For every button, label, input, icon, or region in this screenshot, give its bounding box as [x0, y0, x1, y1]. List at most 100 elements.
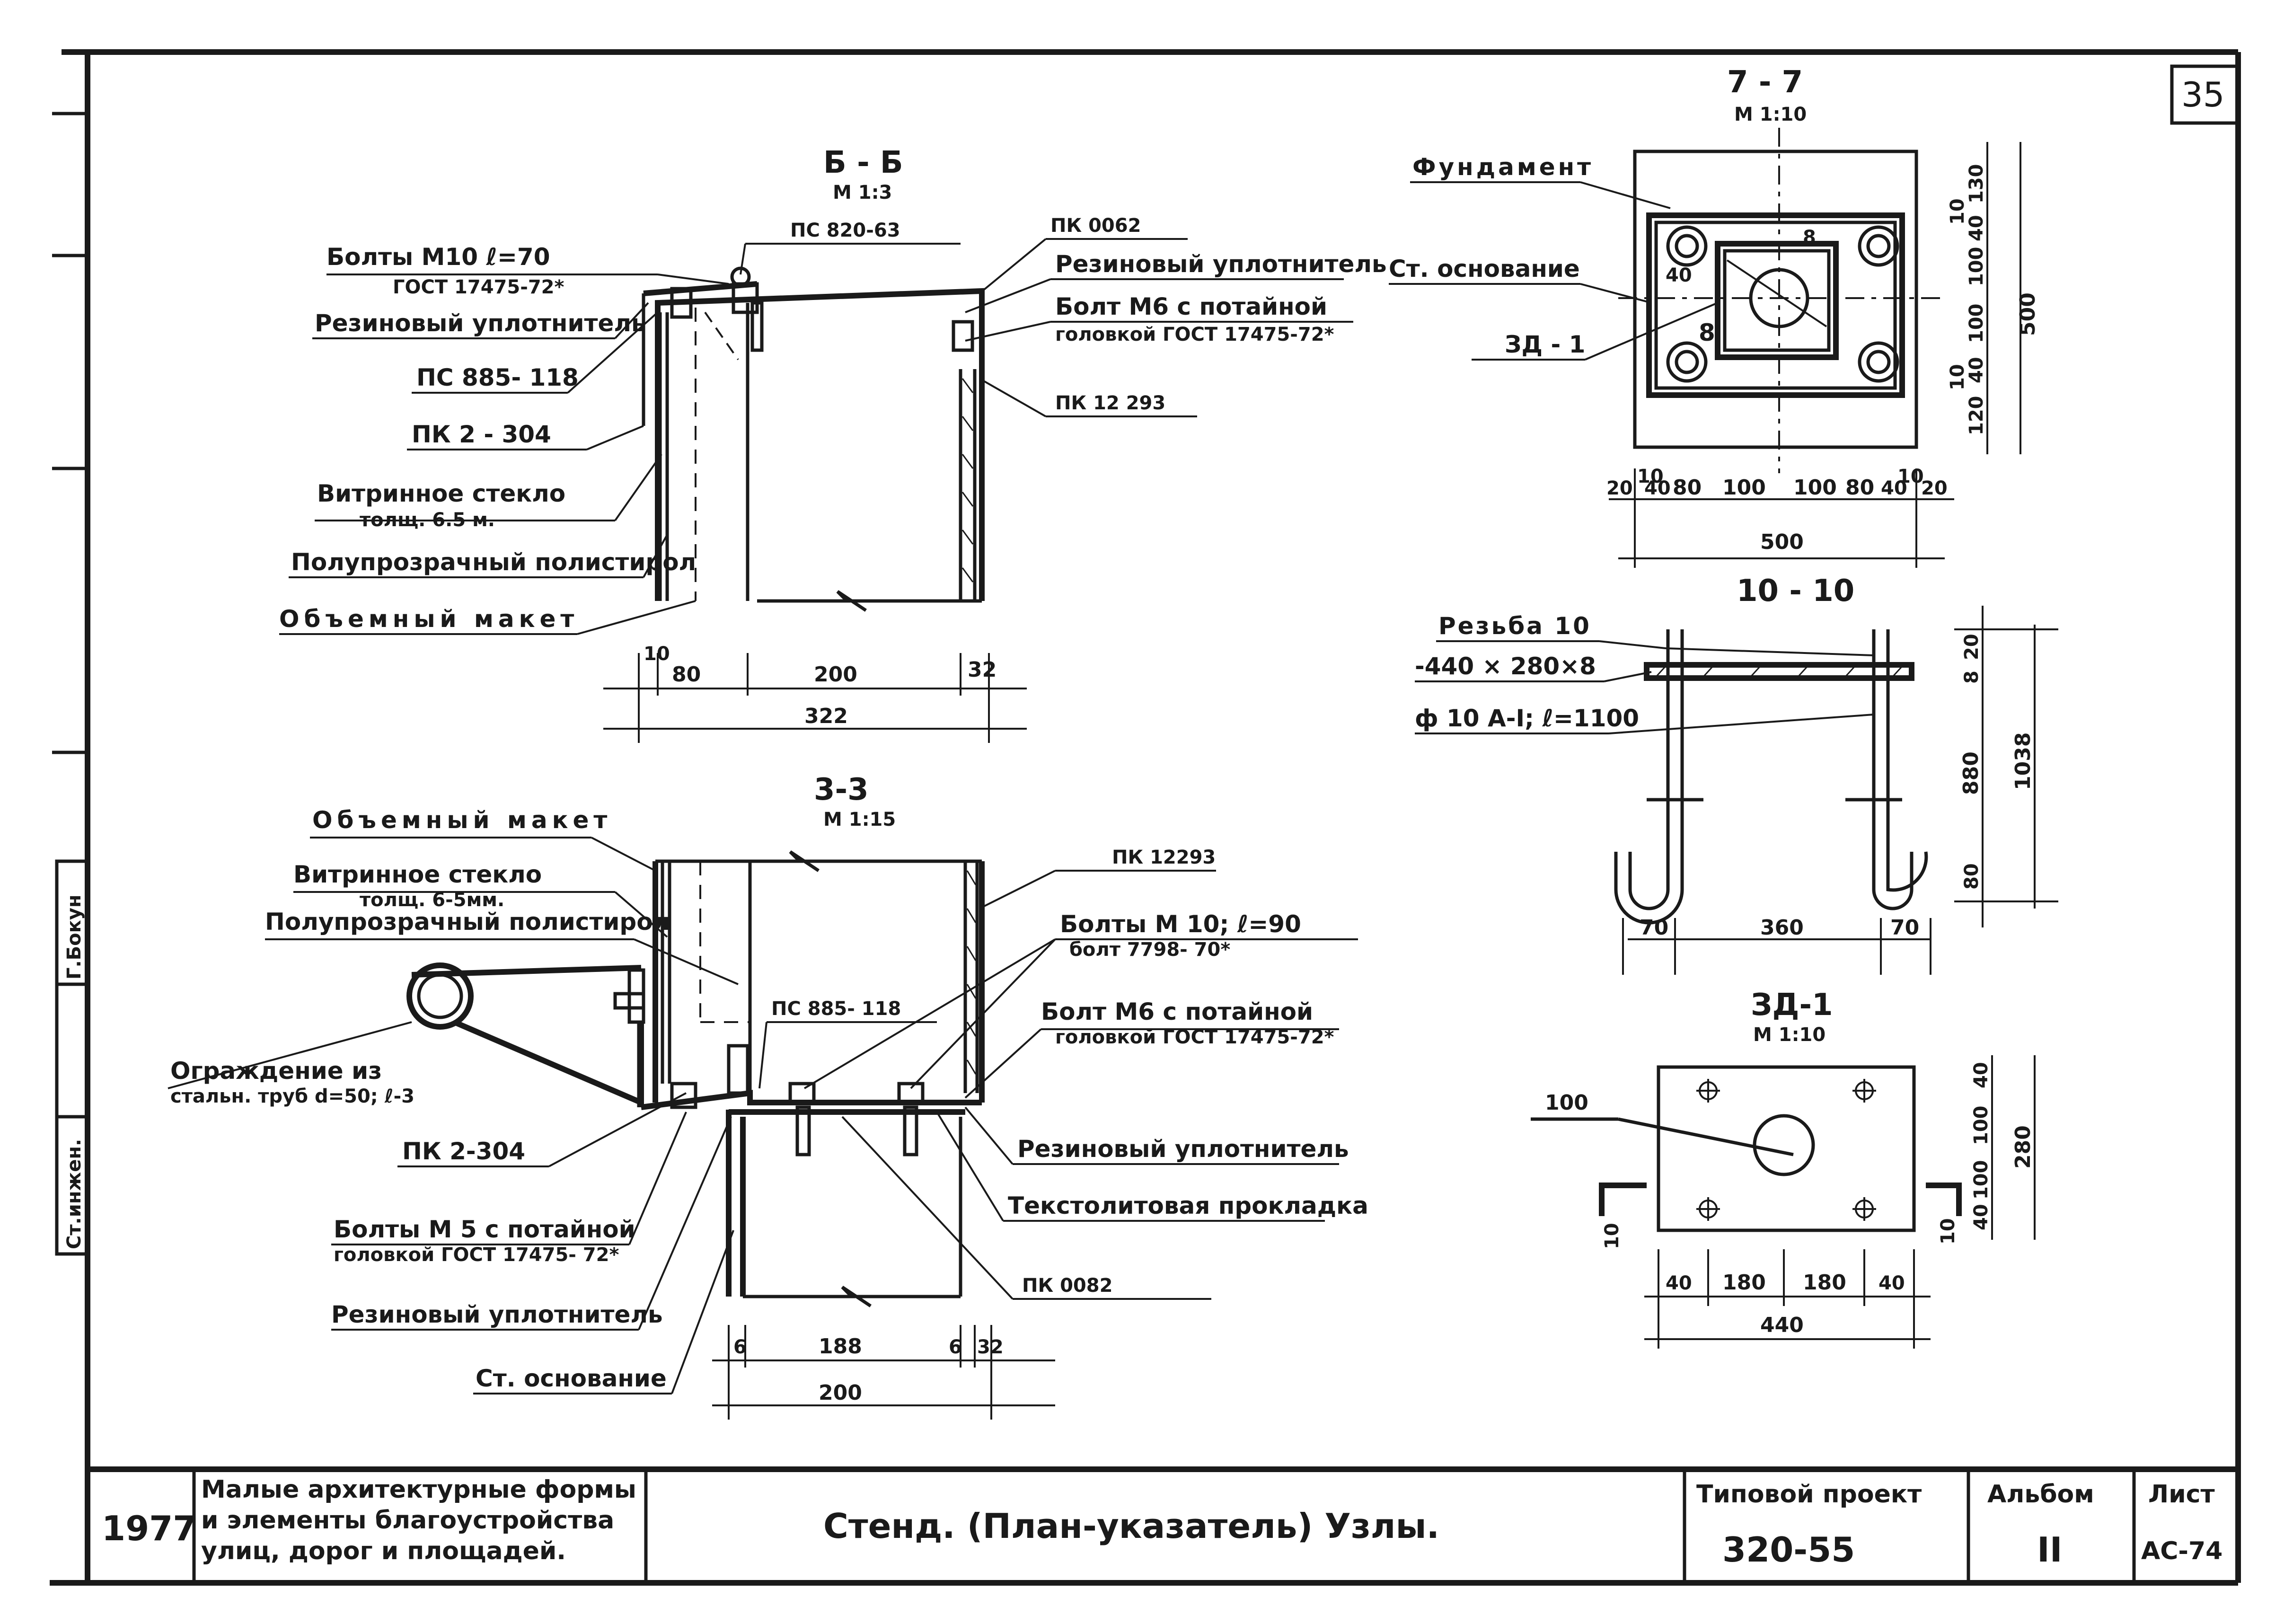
s3-label-model: Объемный макет	[312, 806, 612, 834]
b-label-glass-thickness: толщ. 6.5 м.	[360, 509, 495, 531]
s7-dim-h-5: 100	[1793, 476, 1837, 500]
s10-label-plate: -440 × 280×8	[1415, 653, 1596, 680]
s3-dim-188: 188	[819, 1334, 862, 1359]
stamp-role: Ст.инжен.	[63, 1139, 85, 1249]
tb-series-3: улиц, дорог и площадей.	[201, 1537, 566, 1565]
zd1-dim-h-1: 180	[1722, 1271, 1766, 1295]
s7-dim-h-0: 20	[1606, 477, 1633, 499]
s3-label-glass: Витринное стекло	[293, 861, 542, 888]
s10-dim-v-3: 80	[1961, 863, 1983, 890]
b-label-ps885: ПС 885- 118	[416, 364, 579, 391]
zd1-hole: 100	[1545, 1091, 1588, 1115]
s10-label-rod: ф 10 А-I; ℓ=1100	[1415, 705, 1639, 732]
s3-label-glass-thickness: толщ. 6-5мм.	[360, 889, 504, 911]
zd1-dim-total: 440	[1760, 1313, 1804, 1337]
tb-title: Стенд. (План-указатель) Узлы.	[823, 1506, 1439, 1546]
s7-dim-v-6: 10	[1947, 364, 1968, 390]
s7-dim-h-4: 100	[1722, 476, 1766, 500]
b-dim-200: 200	[814, 662, 857, 687]
zd1-dim-v-1: 100	[1970, 1106, 1992, 1146]
s7-dim-v-1: 40	[1966, 215, 1987, 241]
b-label-glass: Витринное стекло	[317, 480, 565, 507]
s3-label-rubber-left: Резиновый уплотнитель	[331, 1301, 663, 1328]
s7-dim-v-total: 500	[2016, 292, 2040, 336]
zd1-cut-right: 10	[1937, 1218, 1959, 1244]
s7-label-steel-base: Ст. основание	[1389, 255, 1580, 282]
s7-dim-h-9: 20	[1921, 477, 1948, 499]
s7-label-foundation: Фундамент	[1412, 153, 1594, 181]
s10-dim-v-total: 1038	[2011, 733, 2035, 790]
s3-label-bolts-m10: Болты М 10; ℓ=90	[1060, 910, 1301, 938]
s3-label-railing-2: стальн. труб d=50; ℓ-3	[170, 1086, 415, 1107]
s10-dim-v-1: 8	[1961, 671, 1983, 684]
s3-label-bolt-m6-gost: головкой ГОСТ 17475-72*	[1055, 1026, 1334, 1048]
tb-sheet-label: Лист	[2148, 1480, 2215, 1509]
sheet-number-box	[2170, 64, 2240, 125]
zd1-cut-left: 10	[1601, 1223, 1623, 1249]
s3-label-ps885: ПС 885- 118	[771, 998, 901, 1020]
b-dim-10: 10	[644, 643, 670, 665]
tb-sheet-code: АС-74	[2141, 1537, 2222, 1565]
s7-dim-v-5: 40	[1966, 357, 1987, 383]
s10-label-thread: Резьба 10	[1438, 612, 1591, 640]
sheet-number: 35	[2181, 75, 2225, 115]
s7-dim-v-0: 130	[1966, 164, 1987, 204]
zd1-dim-v-0: 40	[1970, 1062, 1992, 1088]
b-label-bolt-m6: Болт М6 с потайной	[1055, 293, 1327, 320]
b-label-bolts-m10: Болты М10 ℓ=70	[326, 243, 550, 271]
s7-dim-h-2: 40	[1644, 477, 1671, 499]
b-label-pk2304: ПК 2 - 304	[412, 421, 551, 448]
b-label-model: Объемный макет	[279, 605, 579, 633]
b-label-bolt-m6-gost: головкой ГОСТ 17475-72*	[1055, 324, 1334, 345]
zd1-dim-v-total: 280	[2011, 1125, 2035, 1169]
tb-year: 1977	[102, 1509, 196, 1548]
stamp-name: Г.Бокун	[63, 894, 85, 980]
zd1-dim-v-3: 40	[1970, 1204, 1992, 1230]
s7-dim-v-3: 100	[1966, 247, 1987, 287]
tb-project-number: 320-55	[1722, 1530, 1855, 1570]
title-block	[88, 1466, 2238, 1583]
tb-album-label: Альбом	[1987, 1480, 2094, 1509]
s7-dim-total: 500	[1760, 530, 1804, 554]
b-label-polystyrene: Полупрозрачный полистирол	[291, 548, 696, 576]
section-3-3: 3-3 М 1:15	[168, 772, 1358, 1420]
s10-dim-v-0: 20	[1961, 634, 1983, 660]
s10-dim-v-2: 880	[1959, 751, 1983, 795]
s3-dim-32: 32	[977, 1336, 1004, 1358]
b-hatch	[961, 378, 974, 583]
s3-dim-6a: 6	[733, 1336, 747, 1358]
s7-dim-v-7: 120	[1966, 396, 1987, 436]
s3-label-bolt-m6: Болт М6 с потайной	[1041, 998, 1313, 1025]
s7-dim-h-7: 40	[1881, 477, 1907, 499]
section-10-title: 10 - 10	[1737, 574, 1854, 609]
s3-label-textolite: Текстолитовая прокладка	[1008, 1192, 1368, 1219]
b-label-rubber-right: Резиновый уплотнитель	[1055, 250, 1387, 278]
s3-label-pk2304: ПК 2-304	[402, 1138, 525, 1165]
s3-hatch	[966, 870, 977, 1075]
s3-label-polystyrene: Полупрозрачный полистирол	[265, 908, 670, 936]
zd1-detail: ЗД-1 М 1:10	[1531, 988, 2036, 1349]
s3-label-railing: Ограждение из	[170, 1057, 382, 1085]
s10-plate-hatch	[1655, 665, 1903, 678]
s3-label-bolts-m10-gost: болт 7798- 70*	[1069, 939, 1230, 961]
s3-dim-200: 200	[819, 1381, 862, 1405]
sheet-frame	[50, 49, 2241, 1586]
zd1-dim-v-2: 100	[1970, 1160, 1992, 1200]
section-7-7: 7 - 7 М 1:10	[1389, 65, 2021, 568]
s7-dim-h-1: 10	[1637, 466, 1664, 487]
section-b-b: Б - Б М 1:3	[279, 145, 1353, 743]
zd1-scale: М 1:10	[1753, 1024, 1826, 1046]
zd1-dim-h-2: 180	[1803, 1271, 1846, 1295]
s3-dim-6b: 6	[949, 1336, 962, 1358]
b-label-rubber-left: Резиновый уплотнитель	[315, 309, 646, 337]
section-10-10: 10 - 10	[1415, 574, 2058, 975]
b-label-bolts-m10-gost: ГОСТ 17475-72*	[393, 276, 564, 298]
section-3-scale: М 1:15	[823, 809, 896, 830]
s7-dims-v: 130 40 10 100 100 40 10 120 500	[1947, 164, 2040, 436]
tb-series-2: и элементы благоустройства	[201, 1506, 614, 1535]
s10-dim-h-2: 70	[1890, 916, 1919, 940]
s3-label-bolts-m5-gost: головкой ГОСТ 17475- 72*	[334, 1244, 619, 1266]
s7-label-8b: 8	[1699, 319, 1715, 346]
s3-label-steel-base: Ст. основание	[476, 1365, 667, 1392]
